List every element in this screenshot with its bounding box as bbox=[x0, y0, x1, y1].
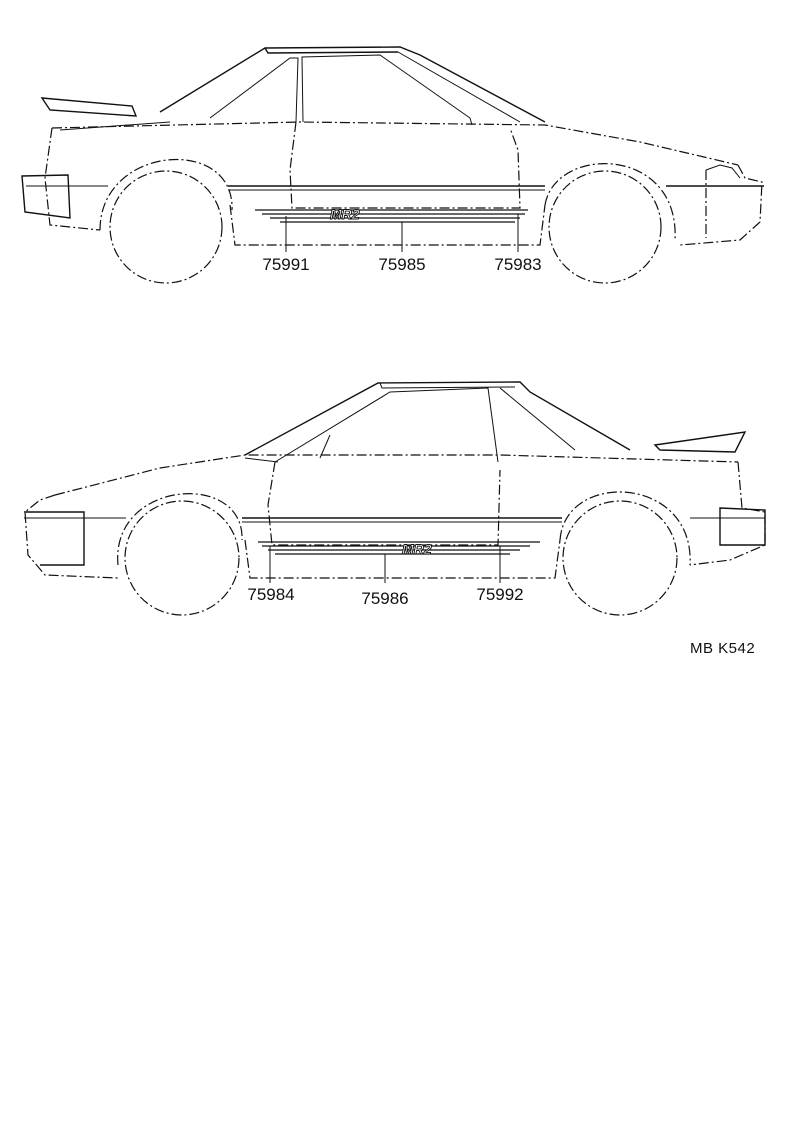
part-label-75983: 75983 bbox=[494, 255, 541, 274]
part-label-75992: 75992 bbox=[476, 585, 523, 604]
part-label-75985: 75985 bbox=[378, 255, 425, 274]
mr2-decal-logo: MR2 bbox=[402, 541, 432, 557]
part-label-75986: 75986 bbox=[361, 589, 408, 608]
mr2-decal-logo: MR2 bbox=[330, 206, 360, 222]
car-left-side-view: MR2 75984 75986 75992 bbox=[24, 381, 766, 616]
side-stripe-decal: MR2 bbox=[255, 206, 528, 223]
part-label-75991: 75991 bbox=[262, 255, 309, 274]
part-label-75984: 75984 bbox=[247, 585, 294, 604]
car-right-side-view: MR2 75991 75985 75983 bbox=[21, 46, 764, 284]
side-stripe-decal: MR2 bbox=[258, 541, 540, 557]
diagram-reference-code: MB K542 bbox=[690, 640, 756, 657]
